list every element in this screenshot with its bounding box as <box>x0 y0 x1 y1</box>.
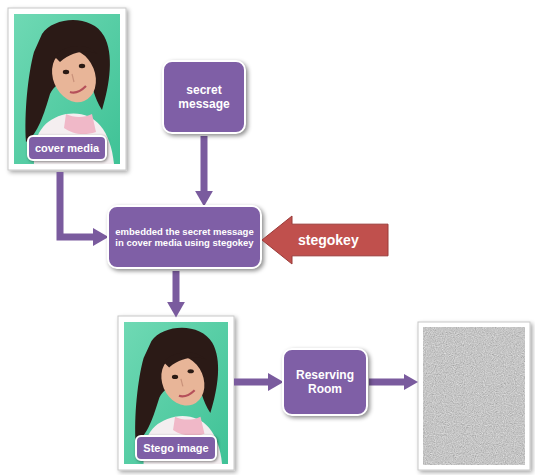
node-label: stegokey <box>298 232 359 248</box>
flow-arrow <box>60 172 93 237</box>
node-label: secret message <box>170 83 238 112</box>
flow-arrow <box>173 271 180 302</box>
stego-image-frame: Stego image <box>118 316 234 470</box>
input-box: secret message <box>162 60 246 134</box>
flow-arrow <box>234 379 268 386</box>
flow-arrow <box>201 136 208 191</box>
stego-photo <box>118 316 234 470</box>
node-label: embedded the secret message in cover med… <box>115 226 254 249</box>
image-label: cover media <box>27 135 107 161</box>
key-arrow: stegokey <box>262 216 388 264</box>
cover-image-frame: cover media <box>8 8 126 170</box>
process-box: embedded the secret message in cover med… <box>107 205 262 269</box>
node-label: Reserving Room <box>290 368 360 397</box>
image-label: Stego image <box>135 435 216 461</box>
noise-image <box>418 322 530 470</box>
cover-photo <box>8 8 126 170</box>
output-arrow <box>369 374 418 390</box>
process-box: Reserving Room <box>282 348 368 416</box>
